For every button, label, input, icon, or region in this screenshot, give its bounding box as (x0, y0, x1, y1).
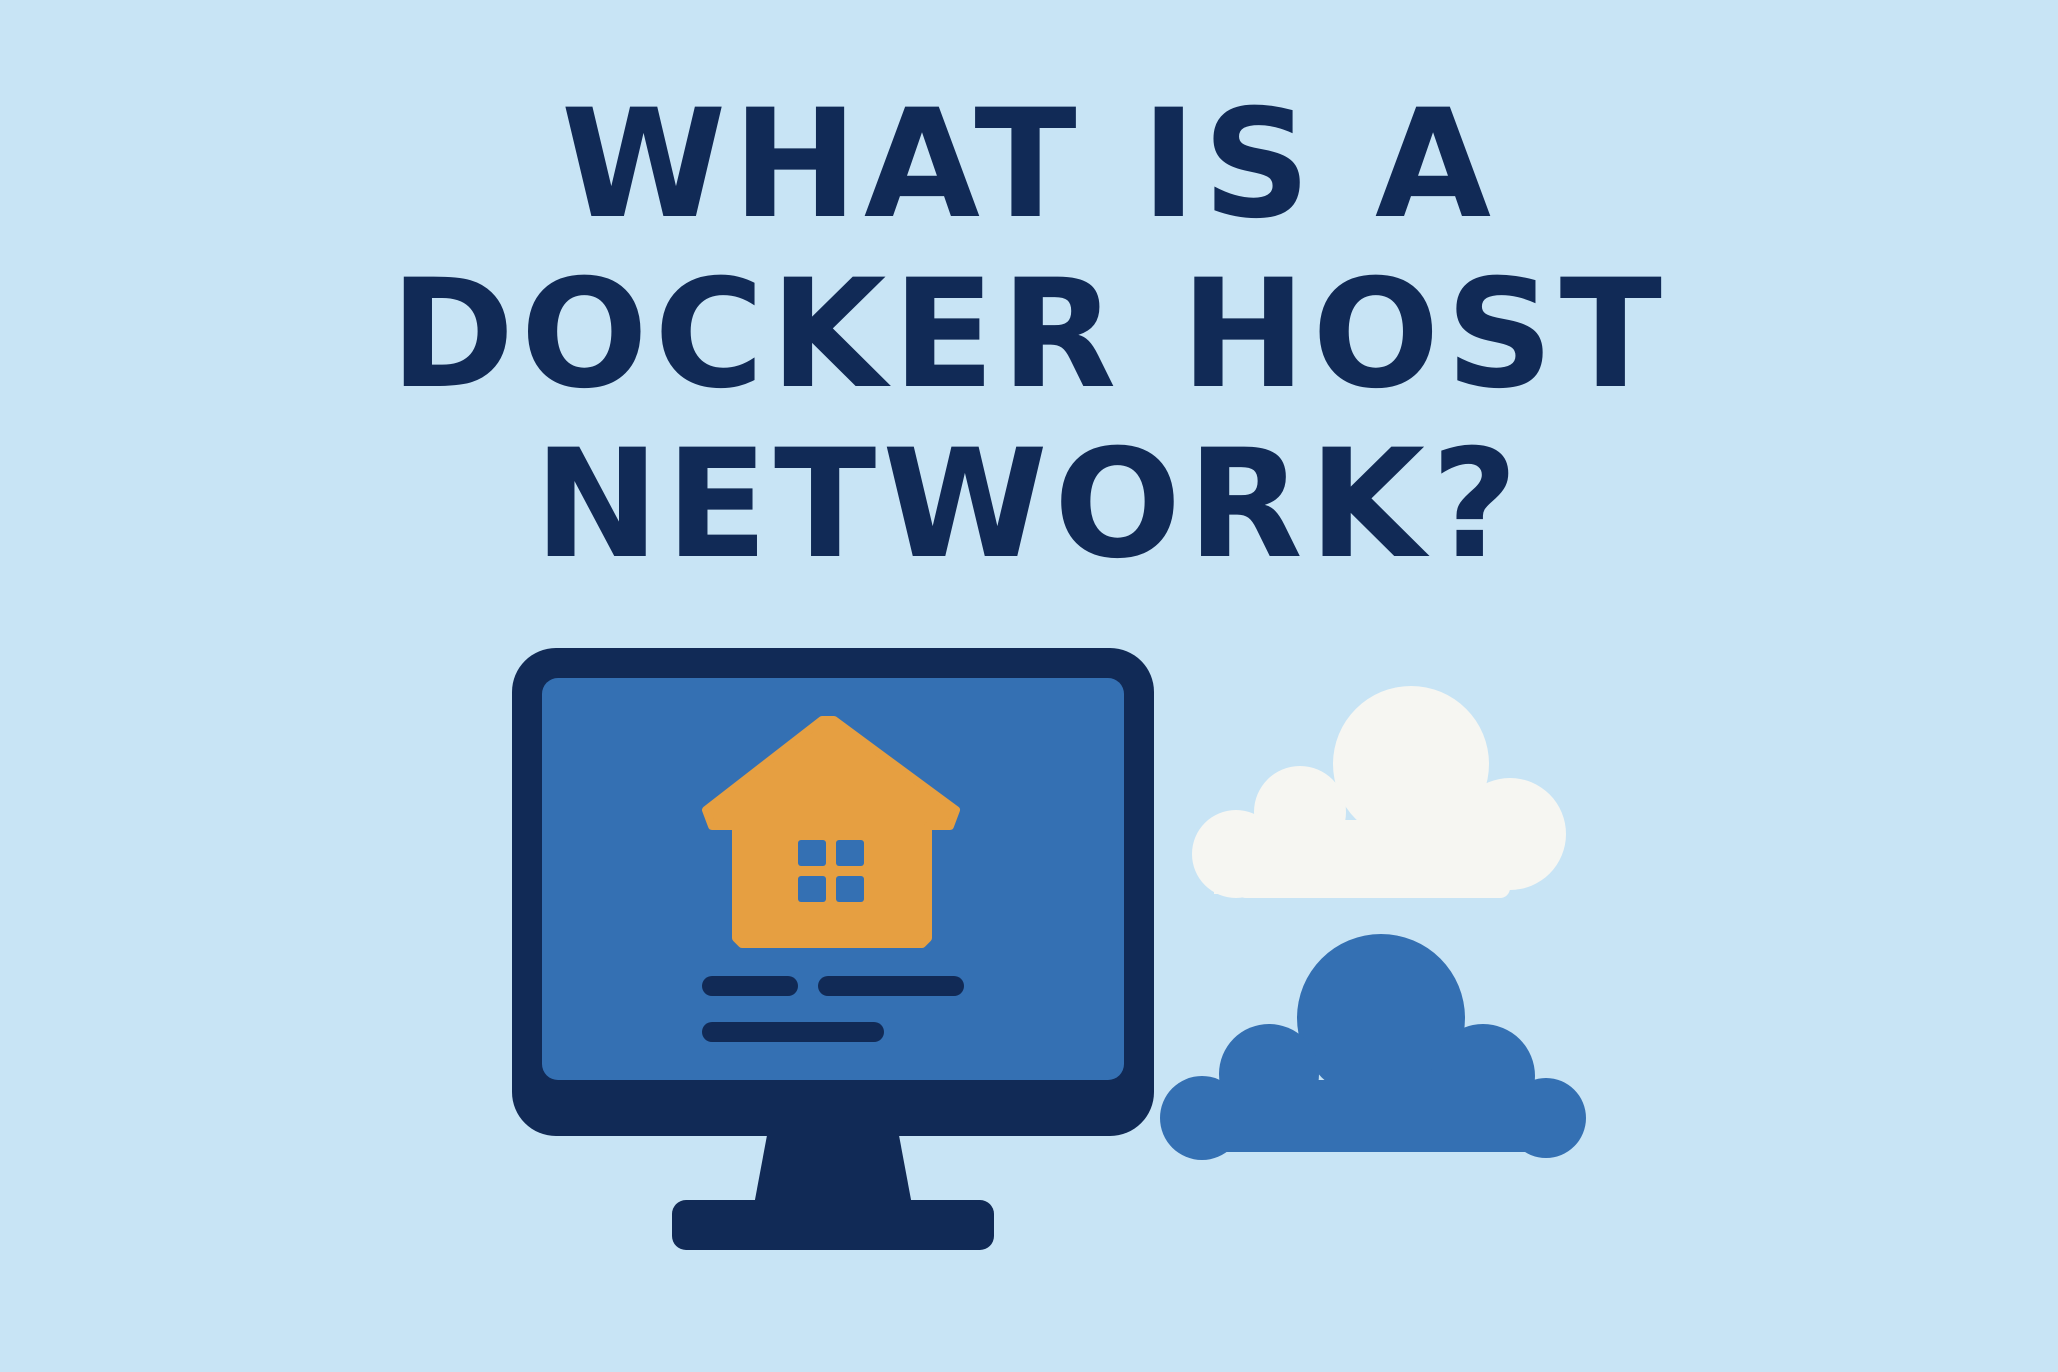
monitor-stand-base (672, 1200, 994, 1250)
page-title: WHAT IS A DOCKER HOST NETWORK? (0, 80, 2058, 590)
title-line-2: DOCKER HOST (390, 248, 1668, 422)
title-line-1: WHAT IS A (560, 78, 1498, 252)
title-line-3: NETWORK? (533, 418, 1525, 592)
house-window (798, 840, 864, 902)
screen-line-1b (818, 976, 964, 996)
cloud-icon (1192, 686, 1566, 898)
cloud-icon (1160, 934, 1586, 1160)
screen-line-1a (702, 976, 798, 996)
house-icon (702, 716, 960, 948)
screen-text-lines (702, 976, 964, 1042)
screen-line-2 (702, 1022, 884, 1042)
house-shape (702, 716, 960, 948)
monitor-stand-neck (754, 1130, 912, 1205)
monitor-icon (512, 648, 1154, 1250)
